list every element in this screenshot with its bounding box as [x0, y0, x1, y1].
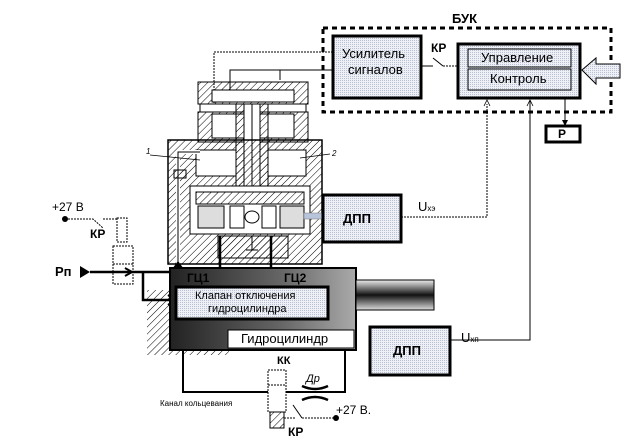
throttle-label: Др — [306, 373, 320, 385]
dpp-bottom-box — [368, 325, 452, 377]
amplifier-box — [331, 34, 423, 100]
kk-label: КК — [277, 355, 291, 367]
callout-2: 2 — [332, 149, 337, 158]
shutoff-valve-box — [174, 285, 330, 321]
monitor-label: Контроль — [490, 71, 547, 86]
cylinder-label: Гидроцилиндр — [241, 331, 329, 346]
gc2-label: ГЦ2 — [284, 271, 307, 285]
buk-title: БУК — [452, 11, 478, 26]
amplifier-line2: сигналов — [348, 62, 403, 77]
supply-bottom-relay: КР — [288, 425, 304, 439]
relay-top-label: КР — [431, 41, 447, 55]
throttle-icon — [301, 384, 329, 391]
input-arrow-icon — [581, 56, 621, 86]
cylinder-rod — [355, 279, 435, 311]
gc1-label: ГЦ1 — [187, 271, 210, 285]
control-label: Управление — [481, 50, 554, 65]
dpp-bottom-label: ДПП — [393, 343, 421, 358]
dpp-top-label: ДПП — [343, 211, 371, 226]
uxp-signal-line — [450, 100, 531, 341]
ring-channel-label: Канал кольцевания — [160, 399, 233, 408]
output-p-label: Р — [558, 127, 567, 141]
amplifier-line1: Усилитель — [342, 46, 405, 61]
uxe-signal-line — [401, 104, 488, 218]
output-p-box — [544, 124, 582, 144]
uxp-label: Uхп — [461, 330, 479, 345]
supply-bottom-voltage: +27 В. — [336, 403, 372, 417]
uxe-label: Uхэ — [418, 199, 436, 214]
pressure-inlet-icon — [80, 266, 90, 278]
valve-line2: гидроцилиндра — [208, 303, 287, 315]
valve-line1: Клапан отключения — [195, 290, 296, 302]
dpp-top-box — [321, 193, 403, 244]
pressure-label: Рп — [55, 264, 72, 279]
callout-1: 1 — [146, 147, 151, 156]
supply-left-relay: КР — [90, 227, 106, 241]
kk-valve — [267, 369, 287, 413]
supply-left-voltage: +27 В — [52, 200, 84, 214]
